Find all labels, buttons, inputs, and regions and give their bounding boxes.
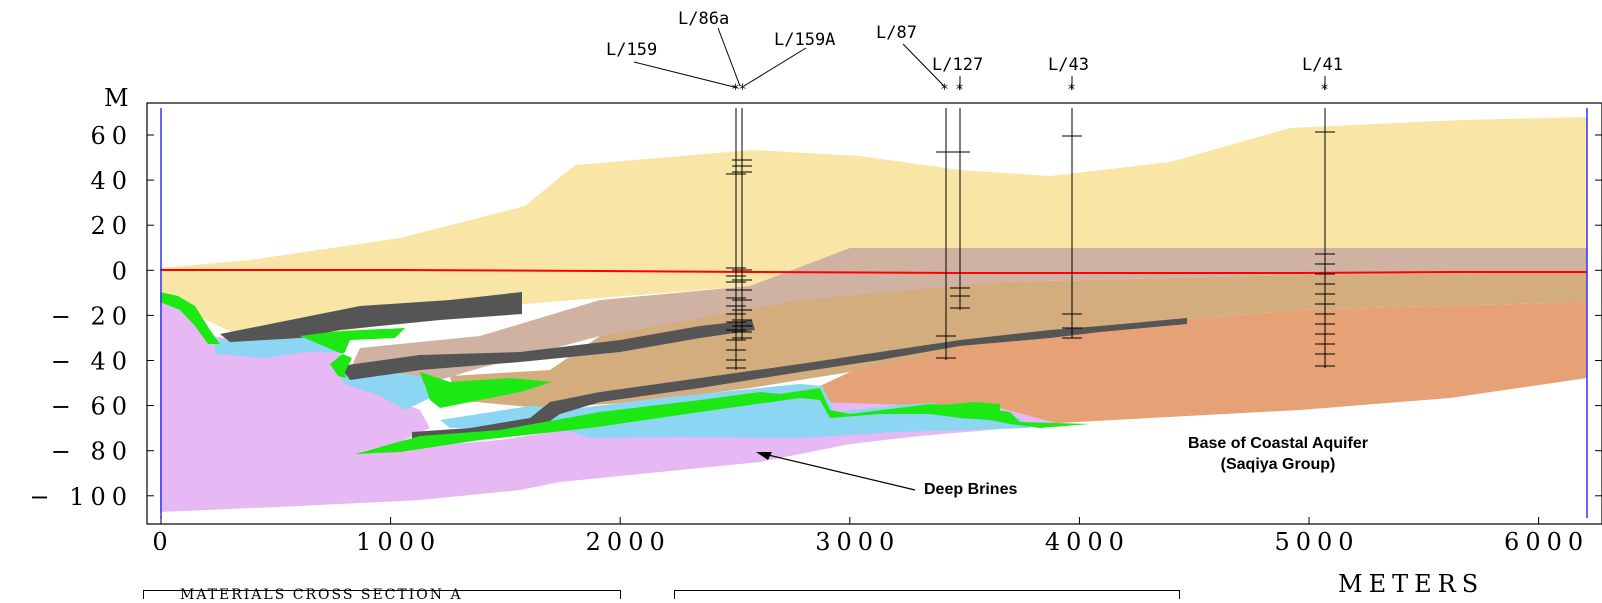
- x-axis-unit: METERS: [1338, 570, 1484, 597]
- well-marker: **: [732, 82, 746, 98]
- x-tick-label: 1000: [356, 528, 441, 556]
- arrow-head: [756, 452, 772, 460]
- y-tick-label: 40: [90, 167, 133, 195]
- pink-unit: [160, 302, 1060, 512]
- borehole-ticks: [726, 131, 1335, 369]
- deep-brines-arrow: [759, 452, 916, 491]
- well-label: L/86a: [678, 9, 729, 29]
- dark-unit: [220, 292, 522, 342]
- orange-unit: [820, 302, 1587, 424]
- x-tick-label: 4000: [1045, 528, 1130, 556]
- y-axis: 60 40 20 0 − 20 − 40 − 60 − 80 − 100: [29, 122, 1602, 511]
- geologic-units: [160, 117, 1587, 512]
- green-unit: [300, 328, 405, 378]
- tan-unit: [345, 248, 1587, 386]
- x-tick-label: 0: [152, 528, 173, 556]
- leader-line: [717, 27, 741, 87]
- well-marker: *: [1321, 82, 1328, 98]
- y-tick-label: − 100: [29, 483, 133, 511]
- well-marker: *: [941, 82, 948, 98]
- y-tick-label: 60: [90, 122, 133, 150]
- well-label: L/127: [932, 55, 983, 75]
- dark-unit: [412, 318, 1187, 440]
- x-tick-label: 6000: [1504, 528, 1589, 556]
- yellow-unit: [160, 117, 1587, 336]
- y-tick-label: 0: [112, 257, 133, 285]
- deep-brines-label: Deep Brines: [924, 481, 1017, 498]
- well-label: L/159A: [774, 30, 835, 50]
- legend-box-right: [674, 590, 1180, 599]
- leader-line: [743, 47, 807, 87]
- x-axis: 0 1000 2000 3000 4000 5000 6000: [152, 517, 1589, 556]
- y-tick-label: − 40: [51, 348, 133, 376]
- dark-unit: [340, 320, 755, 380]
- x-tick-label: 2000: [586, 528, 671, 556]
- well-label: L/41: [1302, 55, 1343, 75]
- green-unit: [930, 402, 1000, 414]
- aquifer-base-label: Base of Coastal Aquifer: [1188, 435, 1368, 452]
- legend-title: MATERIALS CROSS SECTION A: [180, 587, 463, 603]
- green-unit: [355, 388, 1090, 454]
- y-tick-label: − 20: [51, 302, 133, 330]
- well-label: L/87: [876, 23, 917, 43]
- legend-box-left: MATERIALS CROSS SECTION A: [143, 587, 621, 603]
- well-markers: ** * * * *: [732, 82, 1328, 98]
- green-unit: [160, 292, 220, 344]
- green-unit: [420, 372, 552, 408]
- blue-unit: [340, 372, 430, 410]
- x-tick-label: 3000: [815, 528, 900, 556]
- y-tick-label: − 80: [51, 438, 133, 466]
- well-labels: [633, 27, 1326, 90]
- well-label: L/43: [1048, 55, 1089, 75]
- leader-line: [633, 61, 739, 89]
- boreholes: [726, 108, 1335, 370]
- aquifer-base-sublabel: (Saqiya Group): [1221, 456, 1336, 473]
- well-marker: *: [1068, 82, 1075, 98]
- well-marker: *: [956, 82, 963, 98]
- well-label: L/159: [606, 40, 657, 60]
- y-tick-label: 20: [90, 212, 133, 240]
- y-axis-unit: M: [104, 84, 135, 112]
- y-tick-label: − 60: [51, 393, 133, 421]
- x-tick-label: 5000: [1274, 528, 1359, 556]
- leader-line: [902, 43, 945, 87]
